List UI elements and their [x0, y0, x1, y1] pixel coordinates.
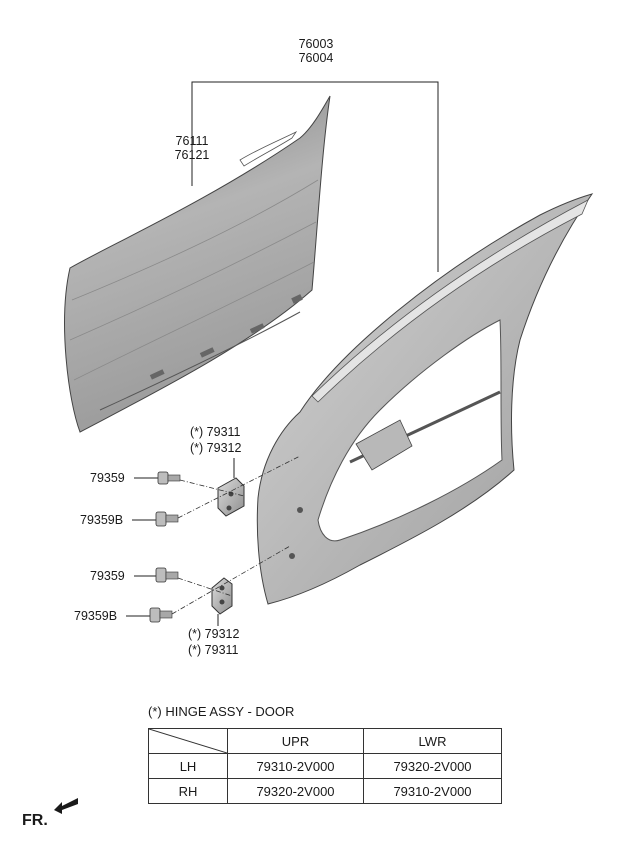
callout-lower-bolt-79359b: 79359B [74, 609, 117, 623]
table-cell: 79310-2V000 [227, 753, 364, 779]
table-cell: LH [148, 753, 228, 779]
upper-bolt-a [157, 471, 181, 485]
table-cell: 79320-2V000 [363, 753, 502, 779]
callout-76111: 76111 [176, 134, 209, 148]
door-inner-frame [256, 193, 594, 605]
callout-76003: 76003 [299, 37, 334, 51]
callout-upper-hinge-a: (*) 79311 [190, 425, 241, 439]
callout-upper-hinge-b: (*) 79312 [190, 441, 241, 455]
diagonal-line-icon [149, 729, 227, 753]
front-indicator-label: FR. [22, 812, 48, 829]
table-cell: RH [148, 778, 228, 804]
table-cell: 79320-2V000 [227, 778, 364, 804]
callout-lower-hinge-a: (*) 79312 [188, 627, 239, 641]
table-cell: 79310-2V000 [363, 778, 502, 804]
callout-76121: 76121 [175, 148, 210, 162]
table-header-lwr: LWR [363, 728, 502, 754]
hinge-table: UPR LWR LH 79310-2V000 79320-2V000 RH 79… [148, 728, 502, 804]
callout-lower-bolt-79359: 79359 [90, 569, 125, 583]
callout-upper-bolt-79359b: 79359B [80, 513, 123, 527]
callout-lower-hinge-b: (*) 79311 [188, 643, 239, 657]
front-arrow-icon [54, 798, 78, 814]
table-header-row: UPR LWR [148, 728, 502, 754]
table-corner-cell [148, 728, 228, 754]
callout-76004: 76004 [299, 51, 334, 65]
lower-hinge [211, 577, 233, 615]
assembly-line-upper [177, 455, 301, 519]
lower-bolt-b [149, 607, 173, 623]
table-row: LH 79310-2V000 79320-2V000 [148, 753, 502, 779]
table-header-upr: UPR [227, 728, 364, 754]
leader-door-assy [191, 81, 439, 272]
table-row: RH 79320-2V000 79310-2V000 [148, 778, 502, 804]
lower-bolt-a [155, 567, 179, 583]
upper-hinge [217, 477, 245, 517]
upper-bolt-b [155, 511, 179, 527]
callout-upper-bolt-79359: 79359 [90, 471, 125, 485]
door-outer-panel [64, 95, 331, 433]
assembly-line-lower [171, 545, 291, 615]
hinge-note: (*) HINGE ASSY - DOOR [148, 704, 295, 719]
